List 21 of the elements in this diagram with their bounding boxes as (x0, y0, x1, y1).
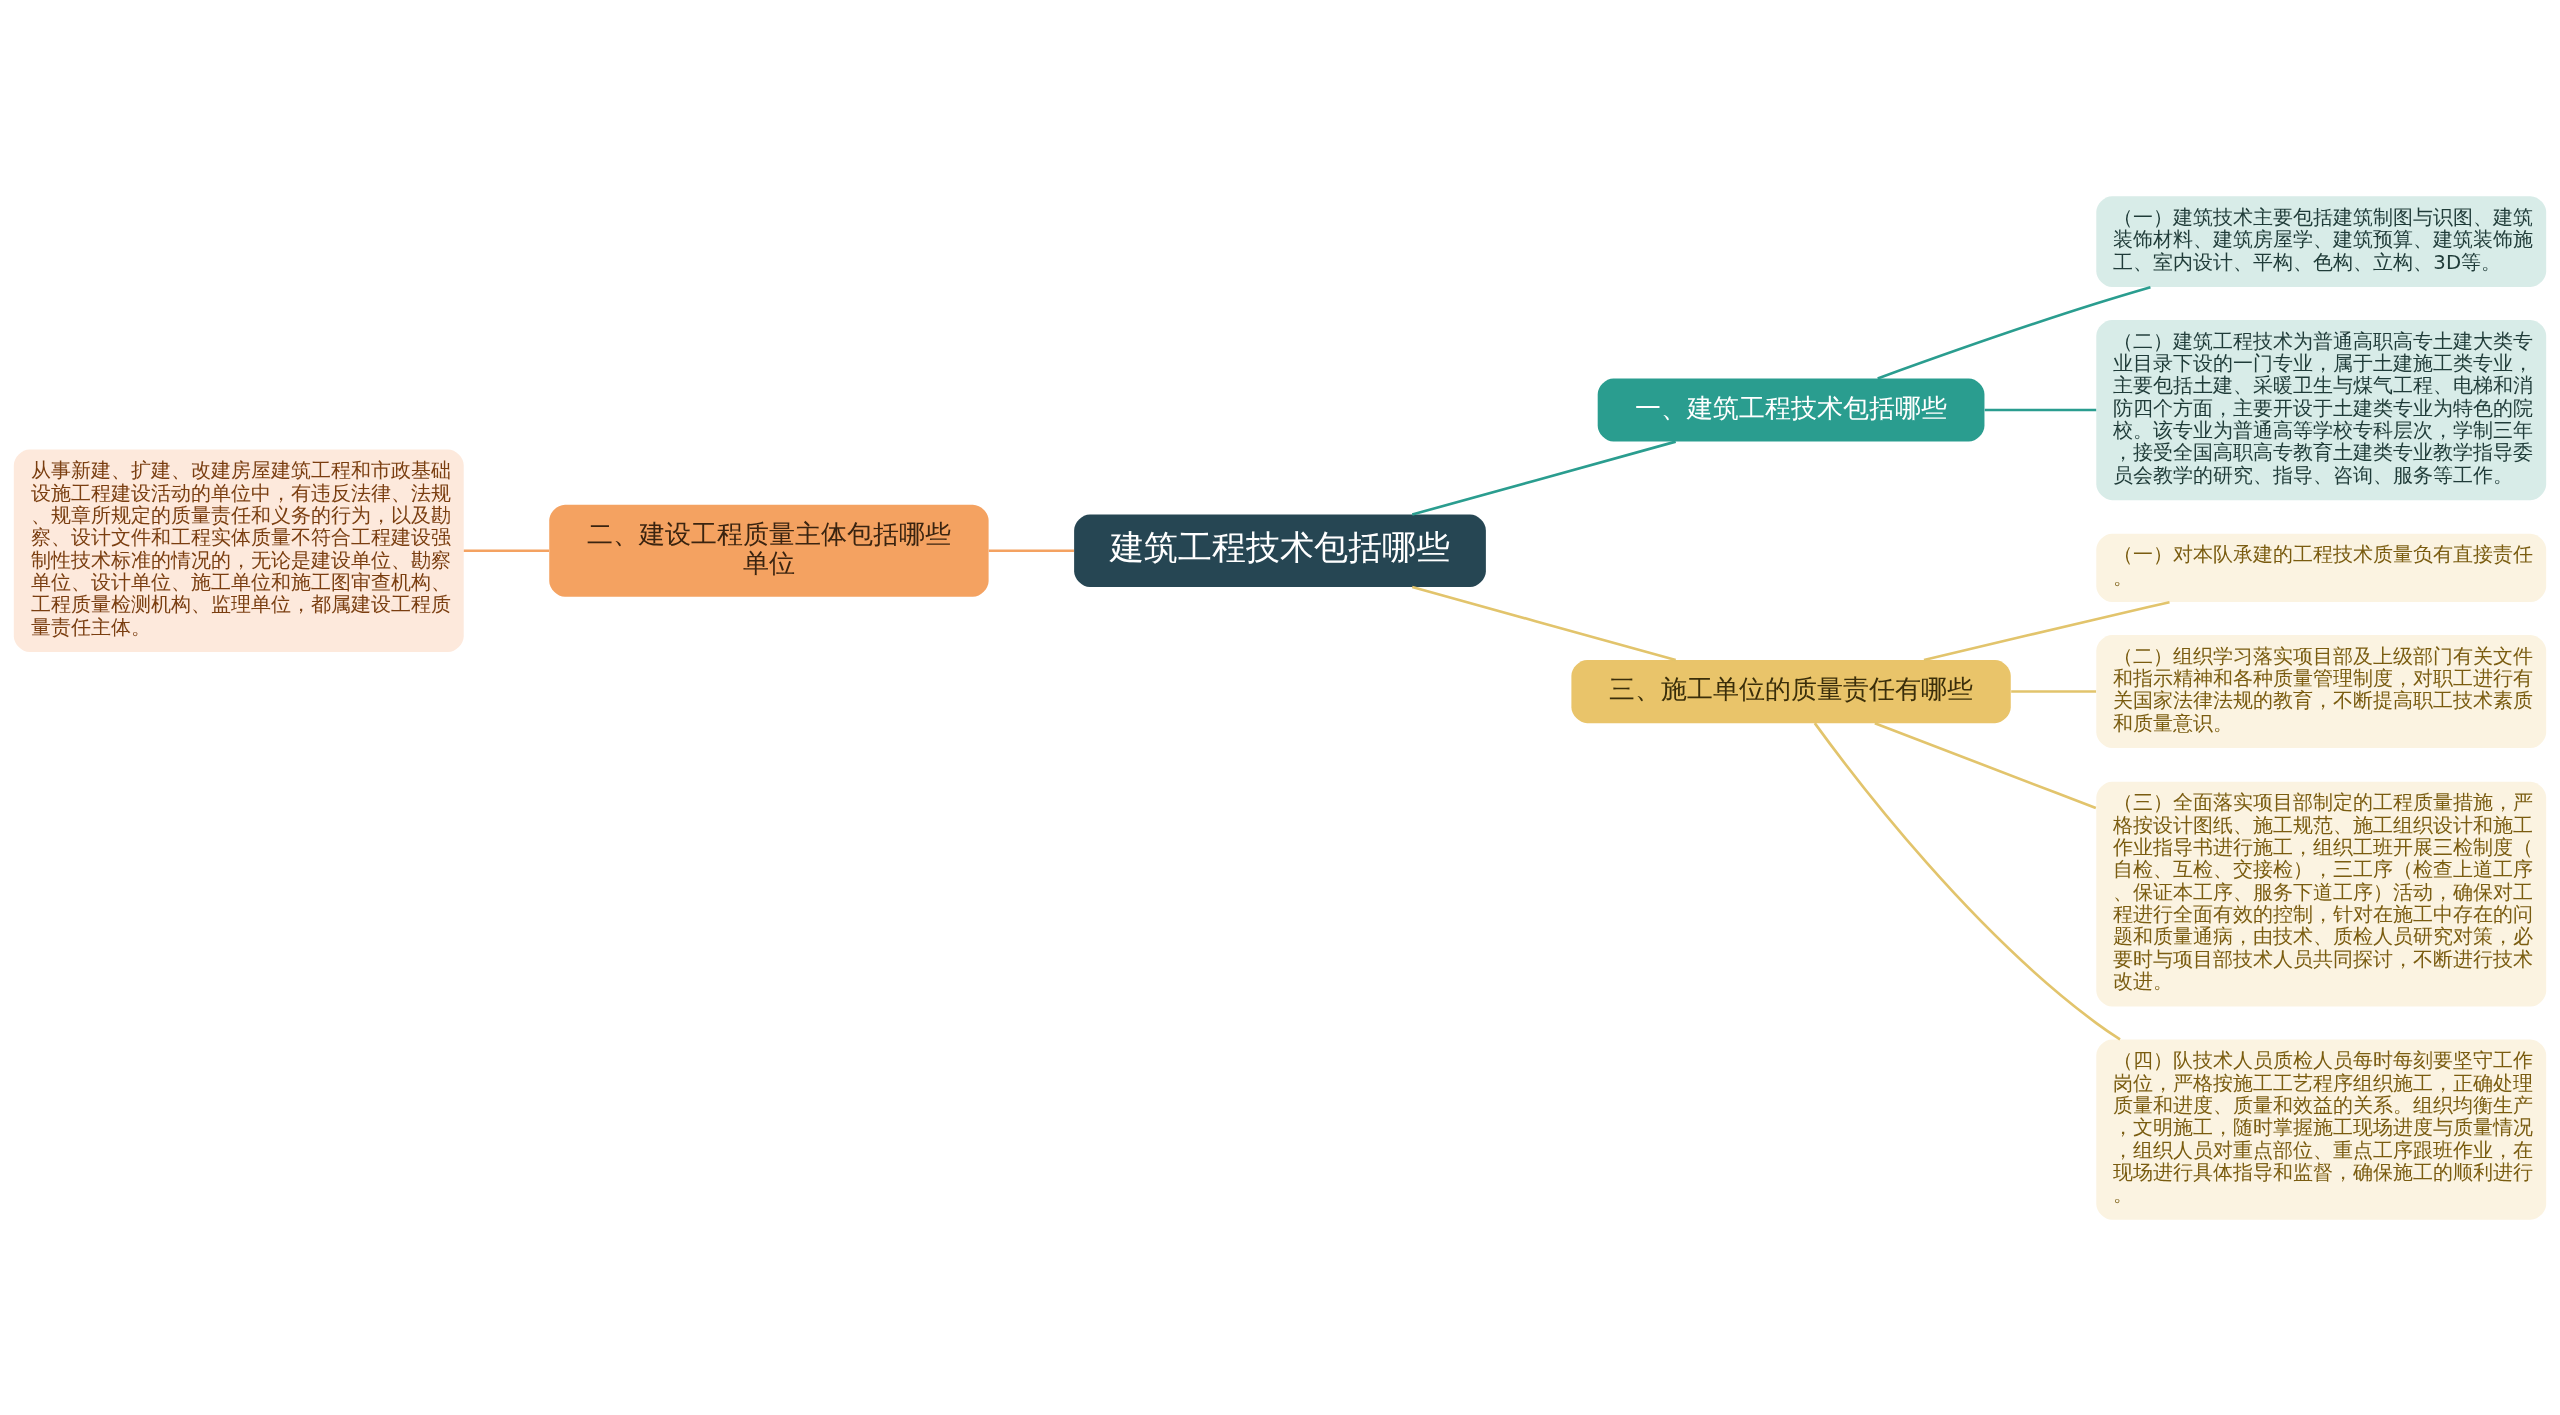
node-box: （一）建筑技术主要包括建筑制图与识图、建筑装饰材料、建筑房屋学、建筑预算、建筑装饰施工、室内设计、平构、色构、立构、3D等。 (2096, 195, 2547, 287)
node-box: 三、施工单位的质量责任有哪些 (1571, 659, 2011, 723)
connector (463, 549, 549, 552)
node-box: 一、建筑工程技术包括哪些 (1597, 377, 1985, 442)
node-box: （四）队技术人员质检人员每时每刻要坚守工作岗位，严格按施工工艺程序组织施工，正确处理质量和进度、质量和效益的关系。组织均衡生产，文明施工，随时掌握施工现场进度与质量情况，组织人员对重点部位、重点工序跟班作业，在现场进行具体指导和监督，确保施工的顺利进行。 (2096, 1039, 2547, 1220)
connector (2011, 689, 2097, 693)
connector (1984, 408, 2097, 411)
node-box: （一）对本队承建的工程技术质量负有直接责任。 (2096, 533, 2547, 602)
node-box: （三）全面落实项目部制定的工程质量措施，严格按设计图纸、施工规范、施工组织设计和施工作业指导书进行施工，组织工班开展三检制度（自检、互检、交接检），三工序（检查上道工序、保证本工序、服务下道工序）活动，确保对工程进行全面有效的控制，针对在施工中存在的问题和质量通病，由技术、质检人员研究对策，必要时与项目部技术人员共同探讨，不断进行技术改进。 (2096, 781, 2547, 1007)
connector (1813, 721, 2121, 1040)
connector (1874, 721, 2097, 809)
connector (988, 549, 1074, 552)
node-box: （二）建筑工程技术为普通高职高专土建大类专业目录下设的一门专业，属于土建施工类专业，主要包括土建、采暖卫生与煤气工程、电梯和消防四个方面，主要开设于土建类专业为特色的院校。该专业为普通高等学校专科层次，学制三年，接受全国高职高专教育土建类专业教学指导委员会教学的研究、指导、咨询、服务等工作。 (2096, 319, 2547, 500)
connector (1411, 439, 1677, 516)
node-box: 从事新建、扩建、改建房屋建筑工程和市政基础设施工程建设活动的单位中，有违反法律、法规、规章所规定的质量责任和义务的行为，以及勘察、设计文件和工程实体质量不符合工程建设强制性技术标准的情况的，无论是建设单位、勘察单位、设计单位、施工单位和施工图审查机构、工程质量检测机构、监理单位，都属建设工程质量责任主体。 (13, 449, 464, 652)
connector (1877, 285, 2151, 380)
connector (1411, 585, 1677, 661)
node-box: 二、建设工程质量主体包括哪些单位 (549, 504, 989, 597)
node-box: 建筑工程技术包括哪些 (1074, 514, 1486, 587)
node-box: （二）组织学习落实项目部及上级部门有关文件和指示精神和各种质量管理制度，对职工进行有关国家法律法规的教育，不断提高职工技术素质和质量意识。 (2096, 634, 2547, 748)
connector (1923, 600, 2170, 661)
